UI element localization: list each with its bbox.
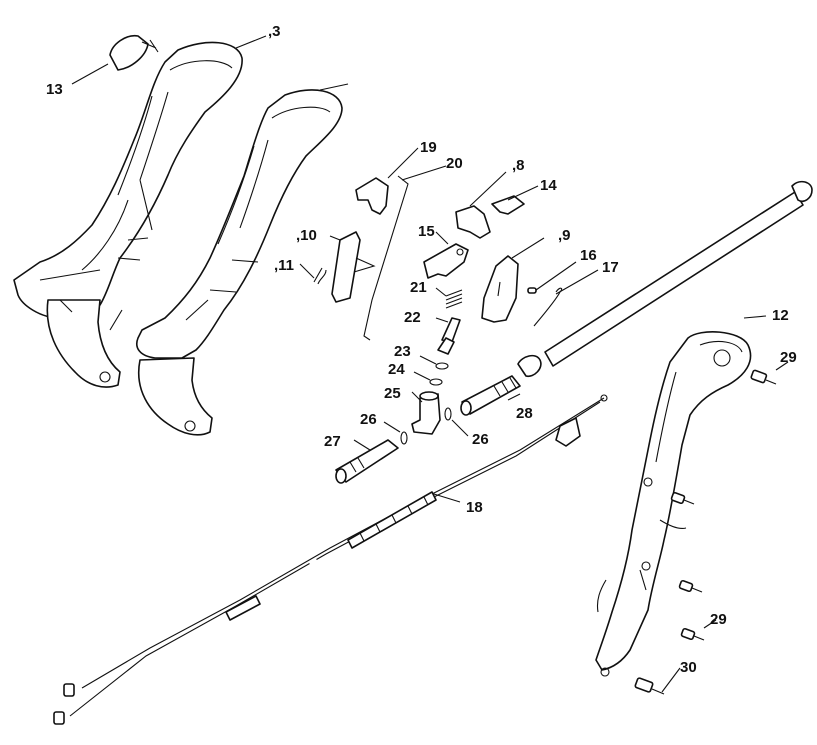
part-24-ring [429, 378, 443, 386]
callout-30: 30 [680, 659, 697, 676]
callout-10: ,10 [296, 227, 317, 244]
callout-29-bottom: 29 [710, 611, 727, 628]
part-9-lock [481, 255, 519, 323]
callout-29-top: 29 [780, 349, 797, 366]
part-12-housing [595, 331, 752, 677]
handle-housing-left [13, 41, 243, 388]
part-15-lever [423, 243, 469, 279]
callout-12: 12 [772, 307, 789, 324]
leader-lines [71, 35, 789, 693]
callout-9: ,9 [558, 227, 571, 244]
part-16-clip [527, 287, 537, 294]
part-17-spring [533, 287, 563, 327]
callout-labels: ,3 13 19 20 ,8 14 15 ,10 ,9 16 ,11 17 21… [46, 23, 797, 676]
part-19-lever [355, 177, 389, 215]
screw-29-top [750, 369, 777, 385]
callout-15: 15 [418, 223, 435, 240]
callout-21: 21 [410, 279, 427, 296]
callout-28: 28 [516, 405, 533, 422]
callout-19: 19 [420, 139, 437, 156]
callout-23: 23 [394, 343, 411, 360]
part-26-ring-right [444, 407, 452, 421]
callout-14: 14 [540, 177, 557, 194]
handle-housing-right [136, 89, 343, 436]
part-27-fitting [335, 439, 399, 484]
screw-29-bottom [680, 627, 705, 641]
screw-lower [678, 579, 703, 593]
part-21-spring [445, 289, 463, 309]
callout-26-left: 26 [360, 411, 377, 428]
callout-20: 20 [446, 155, 463, 172]
callout-16: 16 [580, 247, 597, 264]
part-22-valve [437, 317, 461, 355]
callout-13: 13 [46, 81, 63, 98]
callout-18: 18 [466, 499, 483, 516]
part-28-fitting [460, 375, 521, 416]
part-10-slide [331, 231, 376, 303]
callout-11: ,11 [274, 257, 294, 274]
screw-middle [670, 491, 695, 505]
part-13-plug [109, 34, 159, 71]
part-11-pin [313, 267, 327, 285]
screw-30 [634, 677, 665, 695]
callout-24: 24 [388, 361, 405, 378]
part-18-cable [53, 394, 608, 725]
callout-27: 27 [324, 433, 341, 450]
callout-3: ,3 [268, 23, 281, 40]
hose [517, 180, 813, 378]
callout-17: 17 [602, 259, 619, 276]
part-20-rod [363, 175, 409, 341]
callout-22: 22 [404, 309, 421, 326]
callout-8: ,8 [512, 157, 525, 174]
part-25-elbow [411, 391, 441, 435]
callout-25: 25 [384, 385, 401, 402]
part-23-ring [435, 362, 449, 370]
part-26-ring-left [400, 431, 408, 445]
callout-26-right: 26 [472, 431, 489, 448]
part-8-trigger [455, 195, 525, 239]
